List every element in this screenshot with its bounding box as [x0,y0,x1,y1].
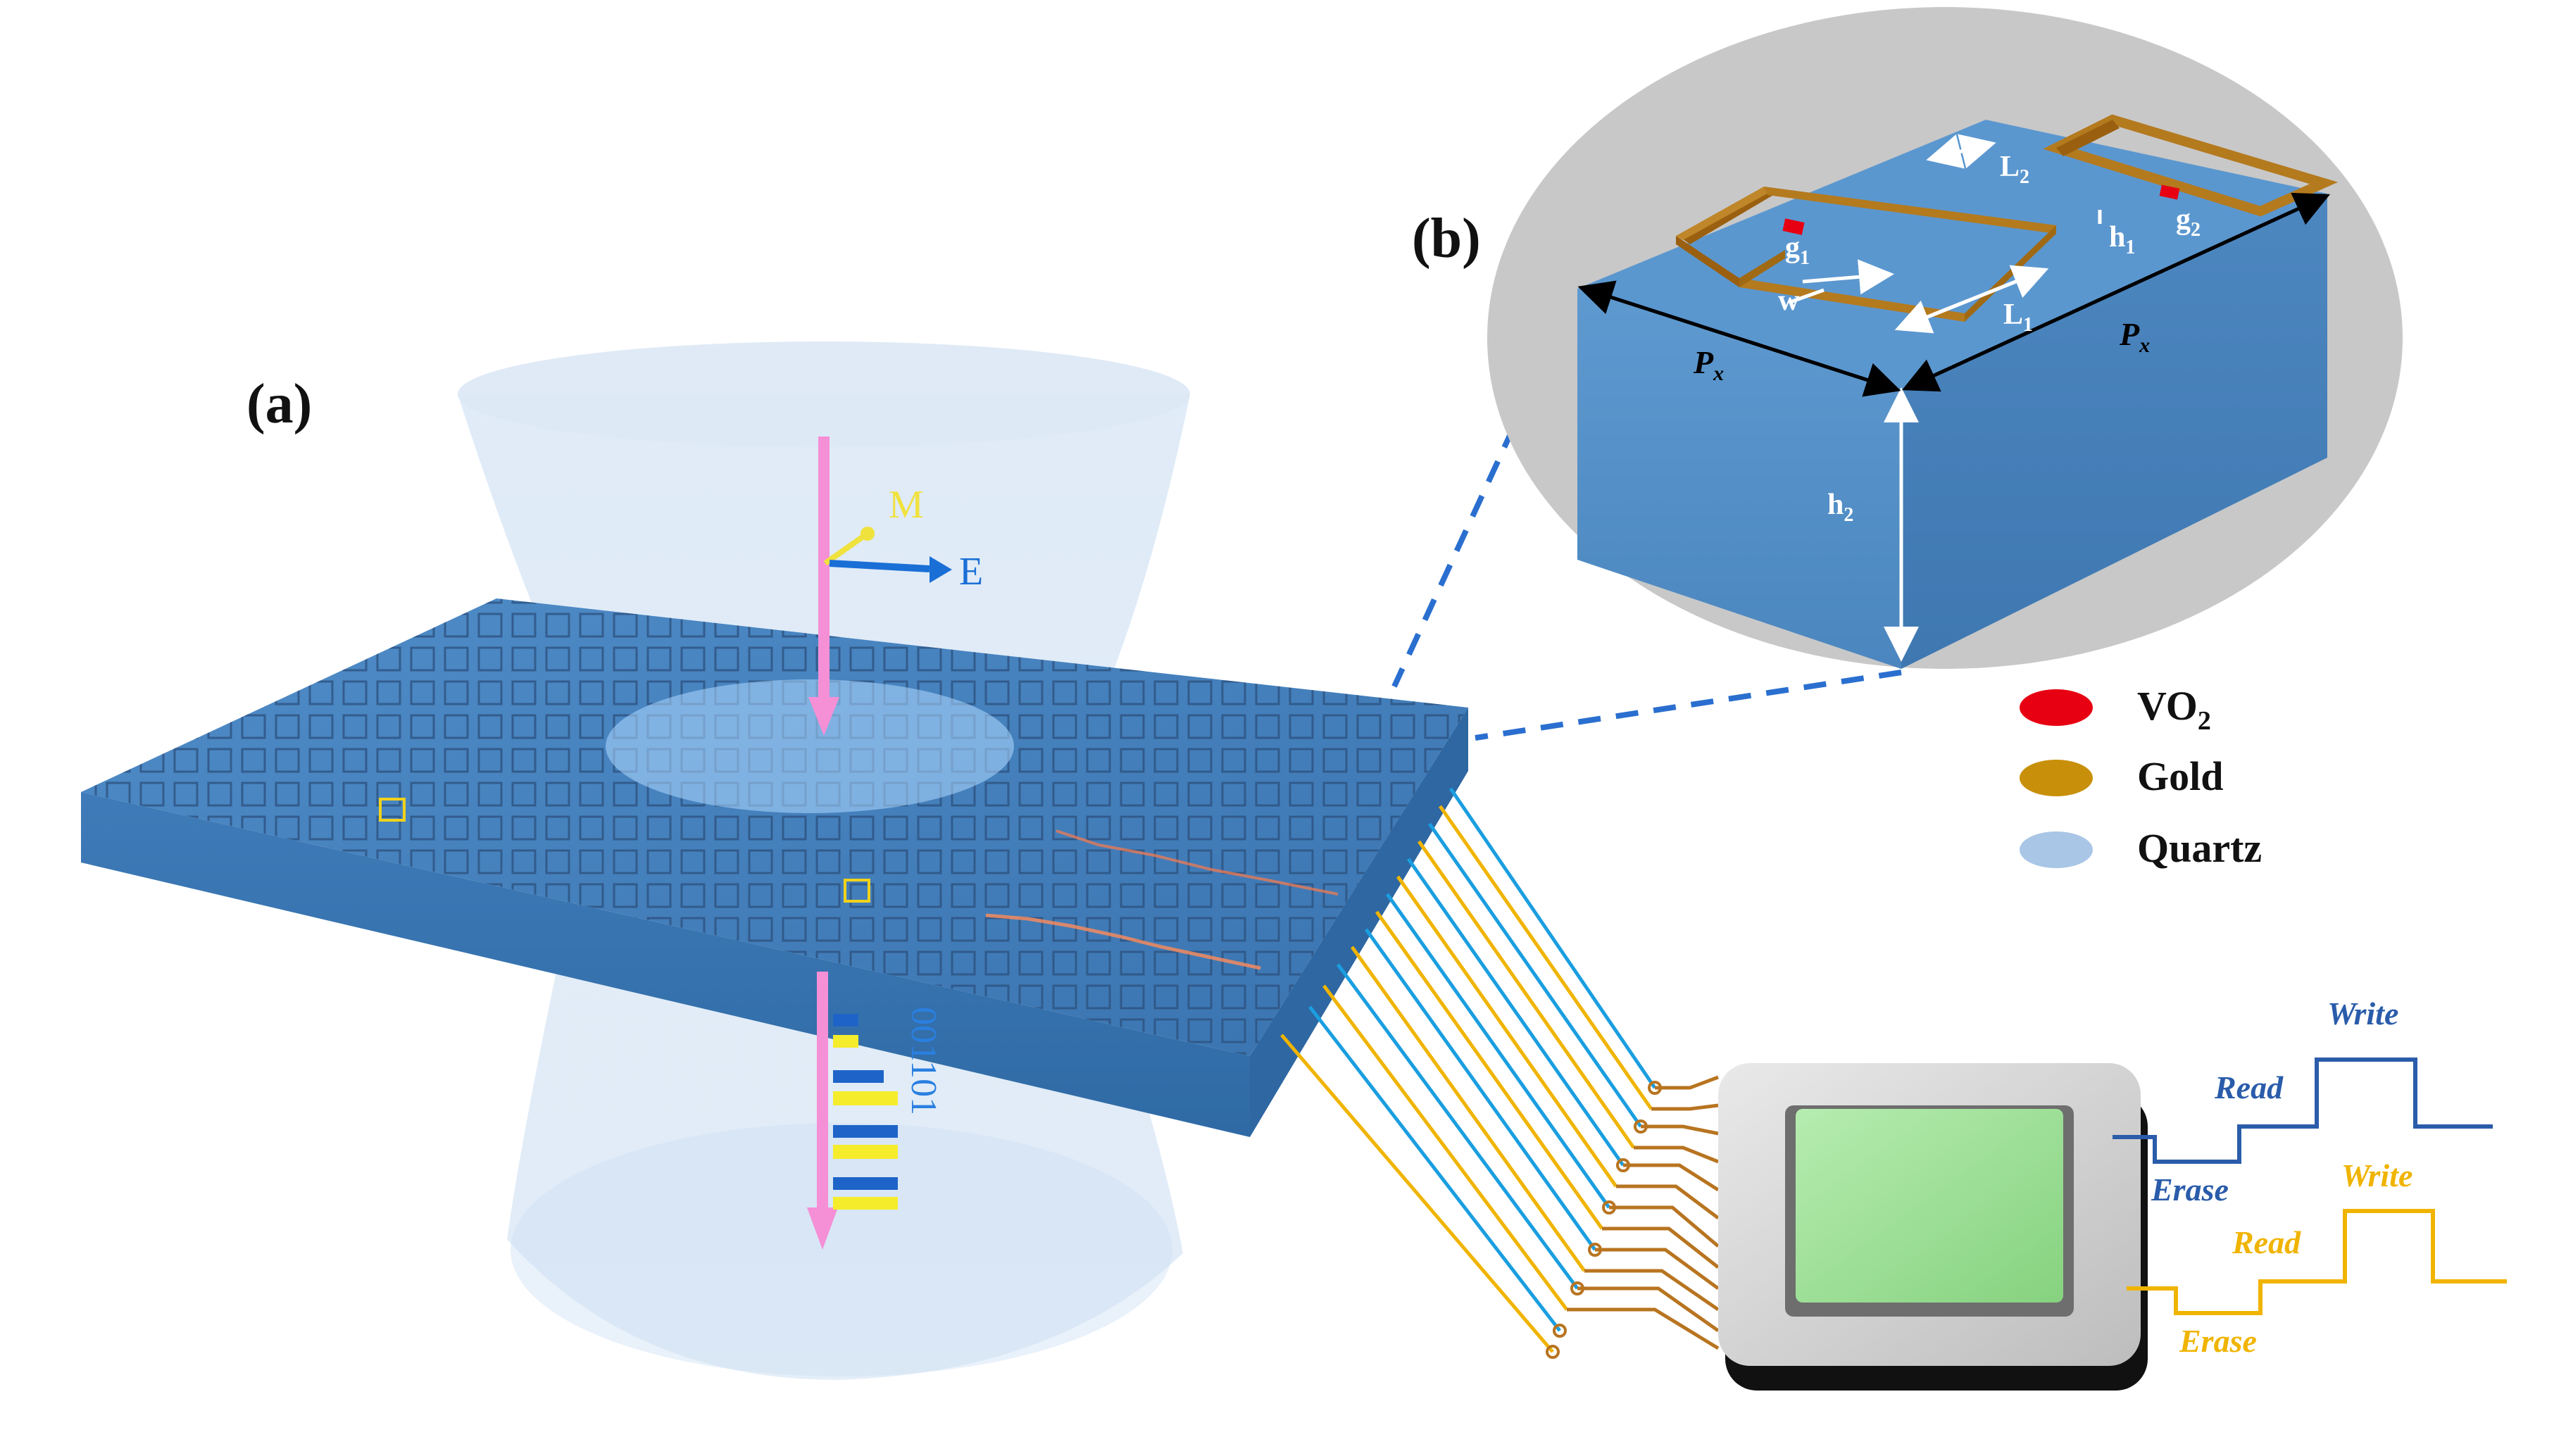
label-w: w [1778,284,1800,317]
panel-a-label: (a) [246,373,312,435]
electric-field-label: E [959,550,983,594]
label-Px-right: Px [2119,316,2150,357]
bit-sequence-label: 001101 [903,1007,944,1115]
legend-item-quartz: Quartz [2020,825,2262,871]
label-h2: h2 [1827,489,1853,526]
legend-item-vo2: VO2 [2020,683,2211,736]
material-legend: VO2 Gold Quartz [2020,683,2262,871]
transmitted-wave-arrow [807,972,838,1250]
ring-2 [2043,114,2339,217]
label-L2: L2 [2000,151,2029,188]
yellow-erase-label: Erase [2179,1323,2257,1359]
svg-text:Quartz: Quartz [2137,825,2262,871]
unit-cell-substrate [1577,120,2327,669]
period-arrows [1577,192,2331,397]
blue-erase-label: Erase [2151,1172,2229,1207]
blue-read-label: Read [2214,1069,2284,1105]
legend-item-gold: Gold [2020,753,2224,799]
label-h1: h1 [2109,221,2135,258]
control-wires [1280,787,1657,1353]
zoom-connector-bottom [1475,670,1902,741]
blue-write-label: Write [2327,996,2398,1031]
svg-text:Gold: Gold [2137,753,2224,799]
label-g1: g1 [1785,232,1810,269]
svg-text:VO2: VO2 [2137,683,2211,736]
bit-bars: 001101 [833,1007,944,1210]
metasurface-slab [81,598,1468,1137]
yellow-write-label: Write [2341,1157,2412,1193]
magnetic-field-label: M [889,483,924,527]
yellow-signal: Write Read Erase [2127,1157,2507,1359]
label-g2: g2 [2176,203,2201,241]
panel-b: L2 L1 g1 g2 h1 h2 w Px Px (b) [1391,7,2403,741]
blue-signal: Write Read Erase [2113,996,2493,1207]
incident-wave-arrow [808,437,839,736]
control-chip [1546,1063,2148,1391]
yellow-read-label: Read [2232,1224,2301,1260]
label-Px-left: Px [1693,344,1724,385]
dimension-arrows [1791,134,2102,662]
field-vectors: M E [823,483,983,594]
panel-b-label: (b) [1412,208,1481,270]
panel-a: M E 001101 (a) [81,341,1468,1380]
label-L1: L1 [2003,299,2033,336]
